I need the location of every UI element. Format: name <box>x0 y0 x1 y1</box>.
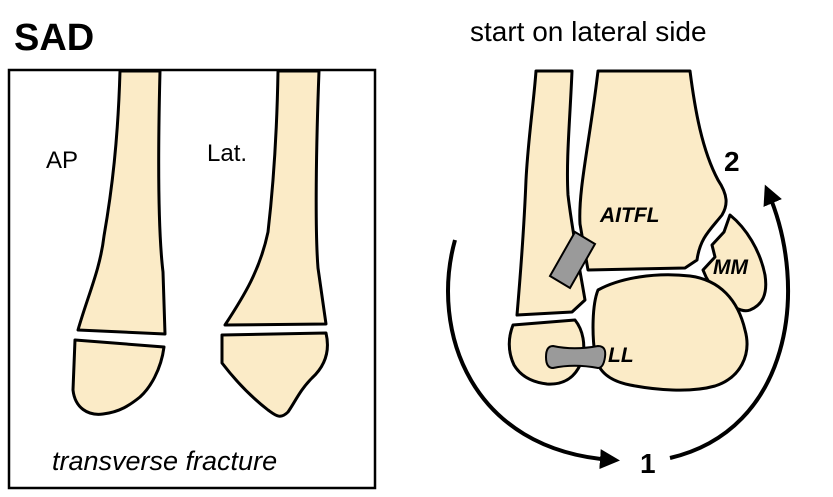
lat-distal-fragment <box>220 331 329 418</box>
label-ll: LL <box>608 344 634 367</box>
right-panel: AITFL LL MM 1 2 <box>446 69 791 479</box>
ll-ligament <box>544 344 607 370</box>
view-label-lat: Lat. <box>207 140 247 167</box>
aitfl-ligament <box>548 230 597 290</box>
ap-distal-fragment <box>71 338 166 416</box>
talus <box>591 273 749 392</box>
step-2-label: 2 <box>724 146 740 177</box>
label-aitfl: AITFL <box>599 204 659 227</box>
tibia <box>578 69 728 272</box>
page-subtitle: start on lateral side <box>470 16 707 47</box>
step-1-label: 1 <box>640 448 656 479</box>
panel-frame <box>7 68 377 490</box>
arrow-medial-path <box>669 184 791 460</box>
page-title: SAD <box>14 17 94 59</box>
lat-shaft <box>223 69 328 327</box>
arrow-lateral-path <box>446 239 620 470</box>
lat-bone <box>220 69 329 418</box>
label-mm: MM <box>713 256 748 279</box>
ap-bone <box>71 69 167 416</box>
view-label-ap: AP <box>46 147 78 174</box>
caption: transverse fracture <box>52 446 277 476</box>
left-panel: AP Lat. transverse fracture <box>7 68 377 490</box>
ap-shaft <box>76 69 167 336</box>
